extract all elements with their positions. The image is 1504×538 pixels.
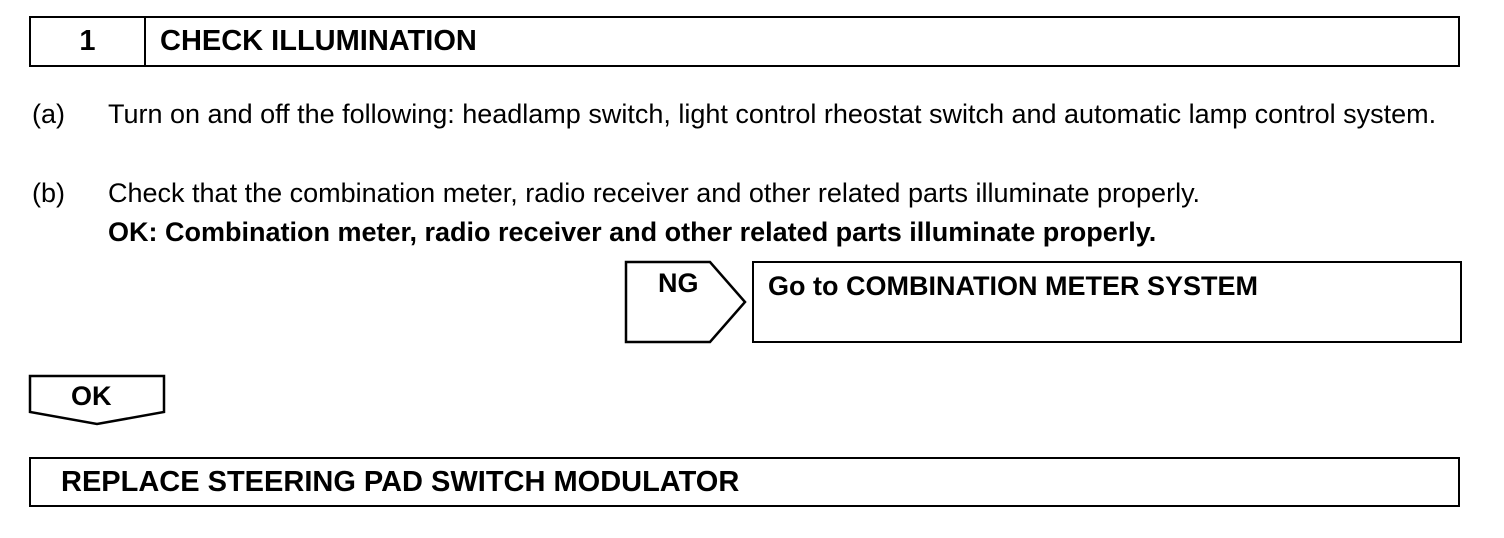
instruction-a: (a) Turn on and off the following: headl… bbox=[32, 94, 1492, 174]
instruction-marker: (a) bbox=[32, 99, 65, 129]
ok-criteria: OK: Combination meter, radio receiver an… bbox=[108, 217, 1157, 247]
step-header: 1 CHECK ILLUMINATION bbox=[29, 16, 1460, 67]
ok-label: OK bbox=[71, 381, 112, 411]
instruction-text: Check that the combination meter, radio … bbox=[108, 178, 1201, 208]
ok-arrow-icon bbox=[28, 374, 166, 426]
ng-arrow-icon bbox=[624, 260, 747, 344]
ng-result-box: Go to COMBINATION METER SYSTEM bbox=[752, 261, 1462, 343]
instruction-marker: (b) bbox=[32, 178, 65, 208]
instruction-b: (b) Check that the combination meter, ra… bbox=[32, 173, 1492, 213]
ng-label: NG bbox=[658, 268, 699, 298]
step-number: 1 bbox=[31, 18, 146, 65]
final-action-box: REPLACE STEERING PAD SWITCH MODULATOR bbox=[29, 457, 1460, 507]
step-title: CHECK ILLUMINATION bbox=[160, 25, 477, 57]
instruction-text: Turn on and off the following: headlamp … bbox=[108, 99, 1437, 129]
